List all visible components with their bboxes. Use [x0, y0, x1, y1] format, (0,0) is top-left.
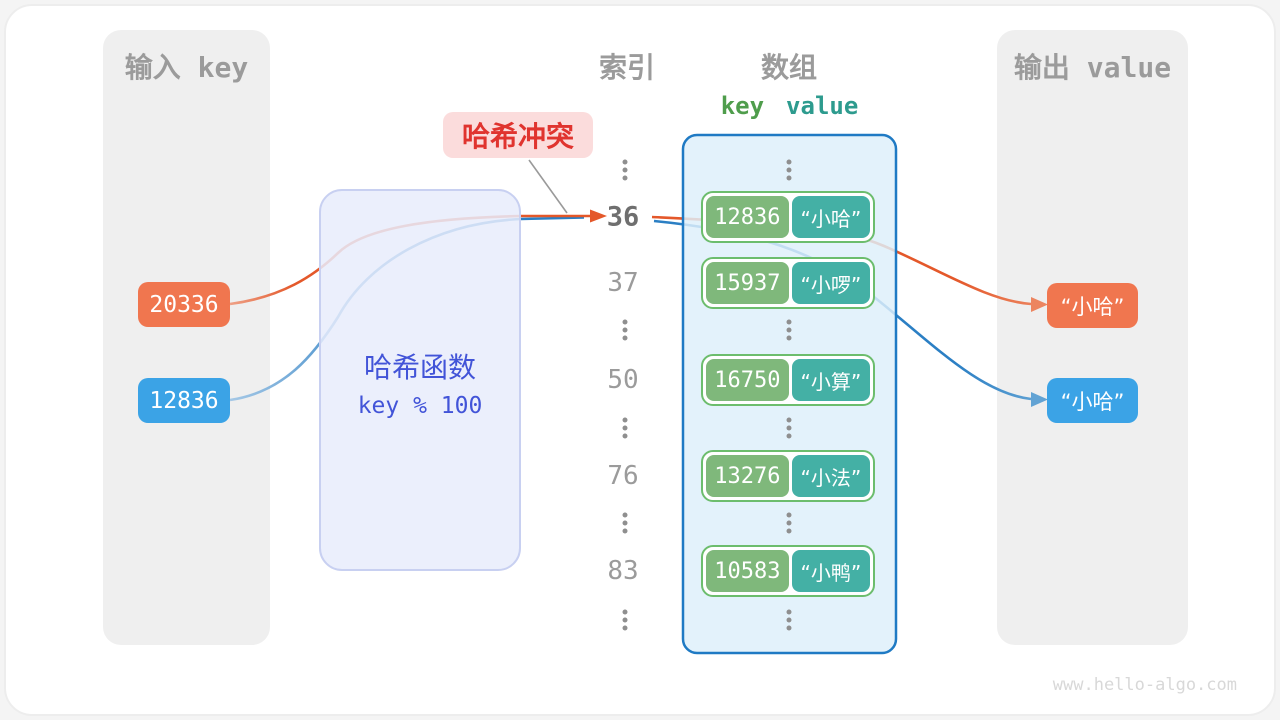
index-76: 76: [607, 461, 639, 491]
watermark: www.hello-algo.com: [1052, 675, 1237, 695]
output-panel: 输出 value: [997, 30, 1188, 645]
input-panel-title: 输入 key: [124, 51, 249, 84]
bucket-value: “小哈”: [791, 196, 870, 238]
array-column-header: 数组: [760, 51, 818, 84]
index-37: 37: [607, 268, 639, 298]
output-panel-title: 输出 value: [1013, 51, 1172, 84]
bucket-row: 15937 “小啰”: [701, 257, 875, 309]
bucket-value: “小啰”: [791, 262, 870, 304]
vertical-ellipsis-icon: [622, 417, 628, 439]
bucket-key: 10583: [706, 550, 789, 592]
input-key-12836: 12836: [138, 378, 230, 423]
output-value-orange: “小哈”: [1047, 283, 1138, 328]
vertical-ellipsis-icon: [622, 319, 628, 341]
vertical-ellipsis-icon: [622, 159, 628, 181]
vertical-ellipsis-icon: [786, 417, 792, 439]
hash-function-title: 哈希函数: [363, 351, 476, 384]
index-36: 36: [606, 201, 640, 233]
bucket-row: 16750 “小算”: [701, 354, 875, 406]
key-value-header: key value: [683, 92, 896, 120]
hash-collision-badge: 哈希冲突: [443, 112, 593, 158]
bucket-value: “小算”: [791, 359, 870, 401]
vertical-ellipsis-icon: [786, 159, 792, 181]
input-panel: 输入 key: [103, 30, 270, 645]
vertical-ellipsis-icon: [786, 512, 792, 534]
bucket-value: “小法”: [791, 455, 870, 497]
vertical-ellipsis-icon: [622, 512, 628, 534]
bucket-value: “小鸭”: [791, 550, 870, 592]
index-50: 50: [607, 365, 639, 395]
input-key-20336: 20336: [138, 282, 230, 327]
bucket-key: 15937: [706, 262, 789, 304]
value-header-label: value: [786, 92, 859, 120]
index-83: 83: [607, 556, 639, 586]
bucket-row: 10583 “小鸭”: [701, 545, 875, 597]
index-column-header: 索引: [598, 51, 656, 84]
vertical-ellipsis-icon: [786, 319, 792, 341]
key-header-label: key: [720, 92, 765, 120]
bucket-key: 13276: [706, 455, 789, 497]
output-value-blue: “小哈”: [1047, 378, 1138, 423]
hash-function-formula: key % 100: [357, 393, 483, 419]
vertical-ellipsis-icon: [786, 609, 792, 631]
bucket-row: 13276 “小法”: [701, 450, 875, 502]
bucket-row: 12836 “小哈”: [701, 191, 875, 243]
bucket-key: 16750: [706, 359, 789, 401]
bucket-key: 12836: [706, 196, 789, 238]
vertical-ellipsis-icon: [622, 609, 628, 631]
